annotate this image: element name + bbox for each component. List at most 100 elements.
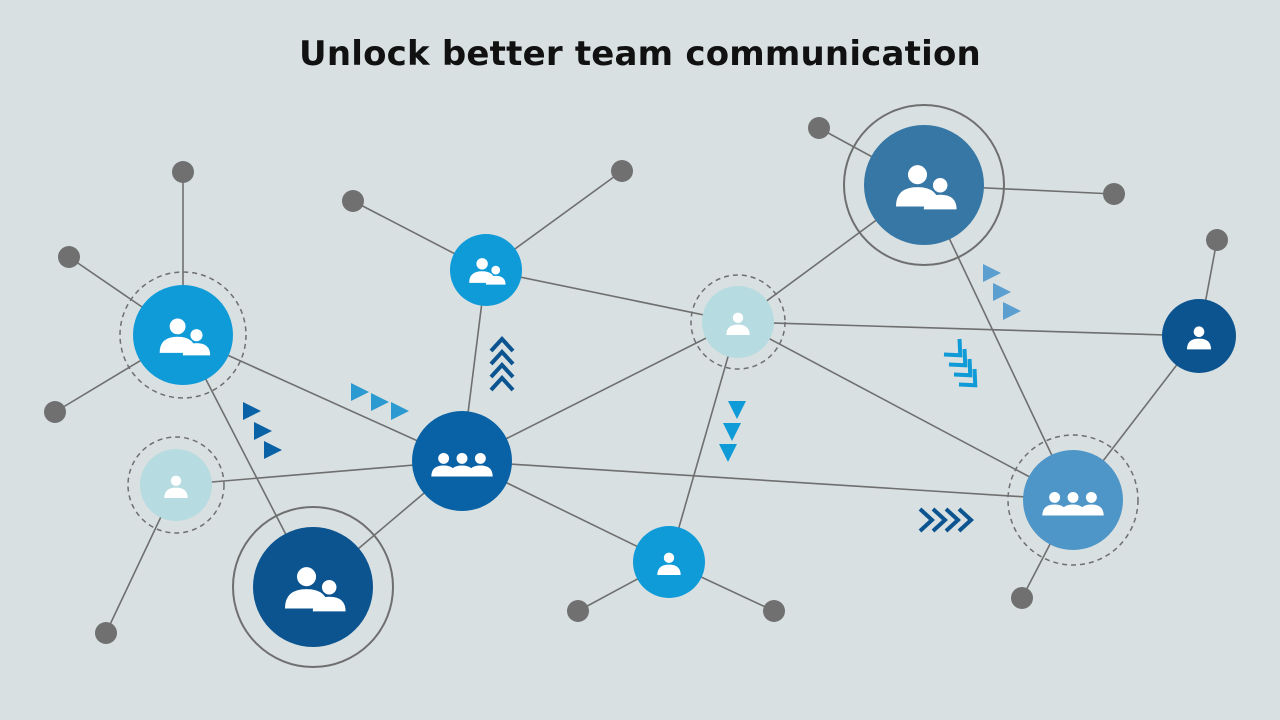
team-node-g xyxy=(843,104,1005,266)
endpoint-dot xyxy=(44,401,66,423)
endpoint-dot xyxy=(1206,229,1228,251)
team-node-b xyxy=(450,234,522,306)
team-node-h xyxy=(1162,299,1236,373)
shoulders xyxy=(469,271,496,283)
node-circle xyxy=(864,125,984,245)
arrow-triangle-icon xyxy=(993,283,1011,301)
arrow-triangle-icon xyxy=(243,402,261,420)
dashed-ring xyxy=(127,436,225,534)
node-circle xyxy=(133,285,233,385)
endpoint-dot xyxy=(58,246,80,268)
head xyxy=(1067,491,1079,503)
head xyxy=(491,265,501,275)
arrow-triangle-icon xyxy=(391,402,409,420)
endpoint-dot xyxy=(172,161,194,183)
arrow-triangle-icon xyxy=(351,383,369,401)
shoulders xyxy=(468,465,493,477)
chevron-icon xyxy=(953,358,973,378)
team-node-c xyxy=(412,411,512,511)
page-title: Unlock better team communication xyxy=(299,34,981,74)
chevron-icon xyxy=(957,507,974,533)
shoulders xyxy=(895,187,940,207)
shoulders xyxy=(431,465,456,477)
team-node-d xyxy=(127,436,225,534)
head xyxy=(1193,326,1205,338)
connection-line xyxy=(737,321,1200,337)
person-icon xyxy=(164,475,188,499)
shoulders xyxy=(284,589,329,609)
head xyxy=(438,452,450,464)
two-people-icon xyxy=(159,318,211,356)
connection-line xyxy=(737,321,1074,501)
node-circle xyxy=(253,527,373,647)
arrow-triangle-icon xyxy=(264,441,282,459)
arrow-triangle-icon xyxy=(719,444,737,462)
chevron-icon xyxy=(918,507,935,533)
arrow-triangle-icon xyxy=(254,422,272,440)
chevron-icon xyxy=(489,349,515,366)
chevron-icon xyxy=(958,368,978,388)
endpoint-dot xyxy=(1103,183,1125,205)
head xyxy=(190,329,203,342)
head xyxy=(907,165,928,185)
shoulders xyxy=(657,564,681,576)
shoulders xyxy=(159,336,196,353)
connection-line xyxy=(461,321,739,462)
endpoint-dot xyxy=(95,622,117,644)
two-people-icon xyxy=(284,567,346,612)
shoulders xyxy=(164,487,188,499)
shoulders xyxy=(726,324,750,336)
head xyxy=(474,452,486,464)
dashed-ring xyxy=(1007,434,1139,566)
chevron-icon xyxy=(948,348,968,368)
endpoint-dot xyxy=(611,160,633,182)
solid-ring xyxy=(843,104,1005,266)
dashed-ring xyxy=(119,271,247,399)
three-people-icon xyxy=(1042,491,1104,516)
connection-line xyxy=(485,269,739,323)
head xyxy=(456,452,468,464)
head xyxy=(296,567,317,587)
endpoint-dot xyxy=(1011,587,1033,609)
team-node-a xyxy=(119,271,247,399)
head xyxy=(932,177,948,193)
chevron-icon xyxy=(489,336,515,353)
connection-line xyxy=(461,460,1074,501)
shoulders xyxy=(449,465,475,477)
endpoint-dot xyxy=(567,600,589,622)
dashed-ring xyxy=(690,274,786,370)
chevron-icon xyxy=(931,507,948,533)
person-icon xyxy=(657,552,681,576)
head xyxy=(169,318,186,335)
arrow-triangle-icon xyxy=(983,264,1001,282)
head xyxy=(732,312,744,323)
head xyxy=(321,579,337,595)
person-icon xyxy=(726,312,750,336)
chevron-icon xyxy=(943,338,963,358)
endpoint-dot xyxy=(808,117,830,139)
shoulders xyxy=(1186,338,1212,350)
chevron-icon xyxy=(944,507,961,533)
chevron-icon xyxy=(489,375,515,392)
head xyxy=(1085,491,1097,503)
shoulders xyxy=(1042,504,1067,516)
head xyxy=(1049,491,1061,503)
team-node-j xyxy=(633,526,705,598)
connection-line xyxy=(668,321,739,563)
head xyxy=(476,258,488,270)
chevron-icon xyxy=(489,362,515,379)
arrow-triangle-icon xyxy=(728,401,746,419)
node-circle xyxy=(450,234,522,306)
endpoint-dot xyxy=(342,190,364,212)
shoulders xyxy=(1060,504,1086,516)
arrow-triangle-icon xyxy=(1003,302,1021,320)
team-node-f xyxy=(690,274,786,370)
endpoint-dot xyxy=(763,600,785,622)
shoulders xyxy=(1079,504,1104,516)
head xyxy=(170,475,182,486)
team-node-e xyxy=(232,506,394,668)
head xyxy=(663,552,675,563)
team-node-i xyxy=(1007,434,1139,566)
connection-line xyxy=(182,334,463,462)
